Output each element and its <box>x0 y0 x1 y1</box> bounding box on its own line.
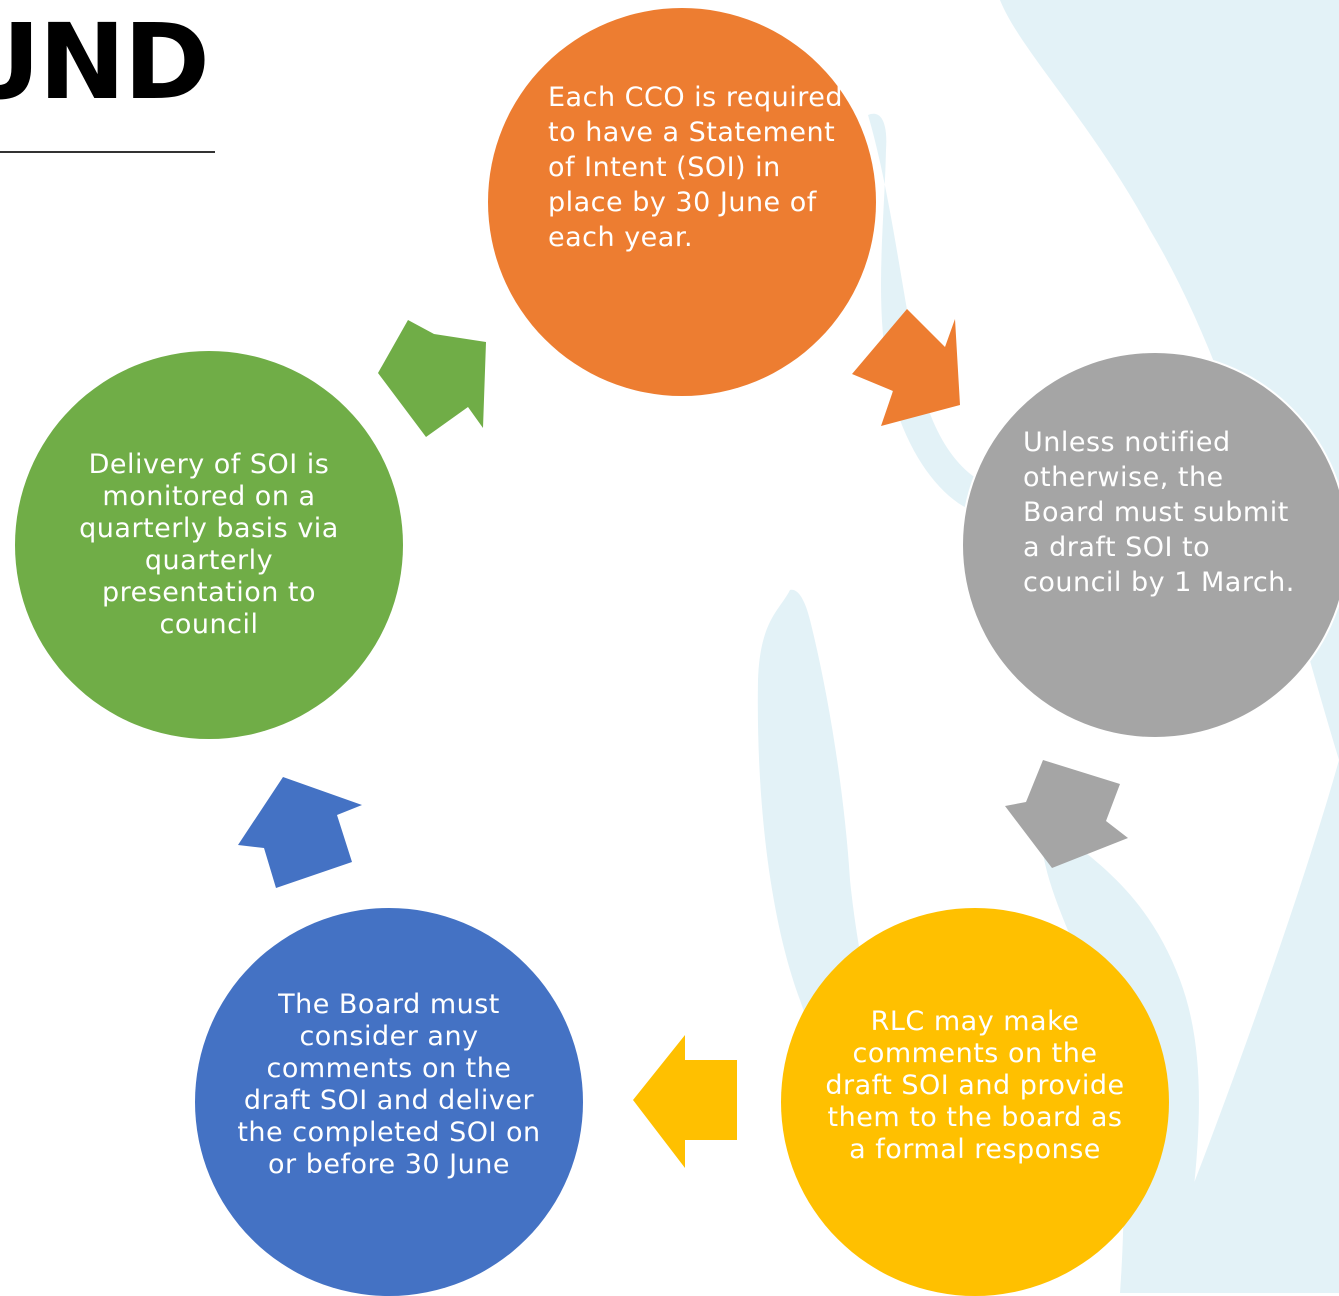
cycle-step-3-rlc-comments: RLC may make comments on the draft SOI a… <box>781 908 1169 1296</box>
cycle-step-4-board-delivers: The Board must consider any comments on … <box>195 908 583 1296</box>
page-title: UND <box>0 0 214 130</box>
title-underline <box>0 151 215 153</box>
cycle-step-2-draft-submission: Unless notified otherwise, the Board mus… <box>961 351 1339 739</box>
cycle-step-5-text: Delivery of SOI is monitored on a quarte… <box>79 449 339 640</box>
cycle-step-2-text: Unless notified otherwise, the Board mus… <box>1023 427 1295 598</box>
page-title-text: UND <box>0 1 210 123</box>
cycle-step-4-text: The Board must consider any comments on … <box>237 989 541 1180</box>
cycle-step-3-text: RLC may make comments on the draft SOI a… <box>825 1006 1125 1165</box>
cycle-step-5-monitoring: Delivery of SOI is monitored on a quarte… <box>15 351 403 739</box>
cycle-step-1-soi-required: Each CCO is required to have a Statement… <box>488 8 876 396</box>
cycle-step-1-text: Each CCO is required to have a Statement… <box>548 82 843 253</box>
background-swoosh-right <box>1000 0 1339 1293</box>
background-swoosh-lower <box>757 589 920 1190</box>
